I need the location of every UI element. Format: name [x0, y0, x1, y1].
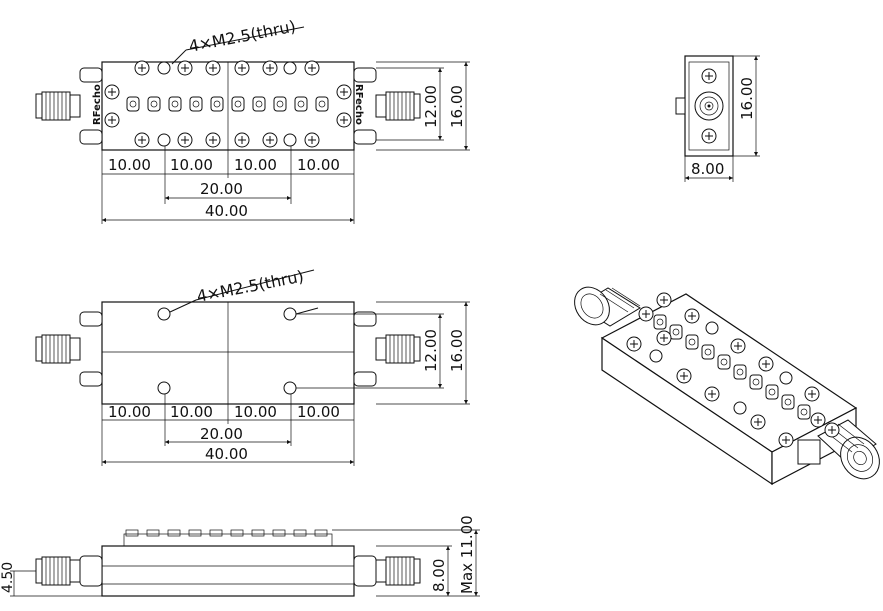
side-view-body: [101, 545, 355, 597]
top-dim-outer-h: 16.00: [448, 85, 466, 128]
bottom-dim-seg-4: 10.00: [297, 403, 340, 421]
brand-right: RFecho: [353, 84, 364, 125]
bottom-dim-seg-1: 10.00: [108, 403, 151, 421]
top-dim-seg-1: 10.00: [108, 156, 151, 174]
top-hole-note: 4×M2.5(thru): [187, 17, 297, 56]
mount-hole: [283, 307, 297, 321]
bottom-dim-outer-h: 16.00: [448, 329, 466, 372]
side-tuning-nuts: [125, 529, 328, 537]
side-dim-max-h: Max 11.00: [458, 515, 476, 594]
side-right-connector: [375, 556, 421, 586]
top-view: RFecho RFecho 4×M2.5(thru) 10.00 10.00 1…: [36, 17, 470, 224]
side-dim-body-h: 8.00: [430, 559, 448, 592]
top-dim-total: 40.00: [205, 202, 248, 220]
side-left-connector: [36, 557, 80, 585]
side-dim-offset: 4.50: [0, 562, 16, 593]
mount-hole: [283, 381, 297, 395]
bottom-dim-center: 20.00: [200, 425, 243, 443]
bottom-dim-seg-2: 10.00: [170, 403, 213, 421]
end-view: 16.00 8.00: [675, 55, 760, 182]
top-dim-inner-h: 12.00: [422, 85, 440, 128]
bottom-dim-inner-h: 12.00: [422, 329, 440, 372]
bottom-left-connector: [36, 335, 80, 363]
bottom-dim-seg-3: 10.00: [234, 403, 277, 421]
isometric-view: [574, 286, 880, 486]
bottom-right-connector: [375, 334, 421, 364]
end-dim-w: 8.00: [691, 160, 724, 178]
top-dim-seg-4: 10.00: [297, 156, 340, 174]
mount-hole: [157, 381, 171, 395]
side-view: 4.50 8.00 Max 11.00: [0, 515, 480, 597]
top-left-connector: [36, 92, 80, 120]
mount-hole: [283, 133, 297, 147]
mount-hole: [157, 307, 171, 321]
bottom-dim-total: 40.00: [205, 445, 248, 463]
top-dim-seg-3: 10.00: [234, 156, 277, 174]
bottom-view: 4×M2.5(thru) 10.00 10.00 10.00 10.00 20.…: [36, 267, 470, 466]
mount-hole: [283, 61, 297, 75]
brand-left: RFecho: [92, 84, 103, 125]
mount-hole: [157, 133, 171, 147]
mount-hole: [157, 61, 171, 75]
bottom-hole-note: 4×M2.5(thru): [195, 267, 305, 306]
top-dim-center: 20.00: [200, 180, 243, 198]
end-dim-h: 16.00: [738, 77, 756, 120]
top-dim-seg-2: 10.00: [170, 156, 213, 174]
top-right-connector: [375, 91, 421, 121]
iso-left-connector: [574, 286, 641, 327]
